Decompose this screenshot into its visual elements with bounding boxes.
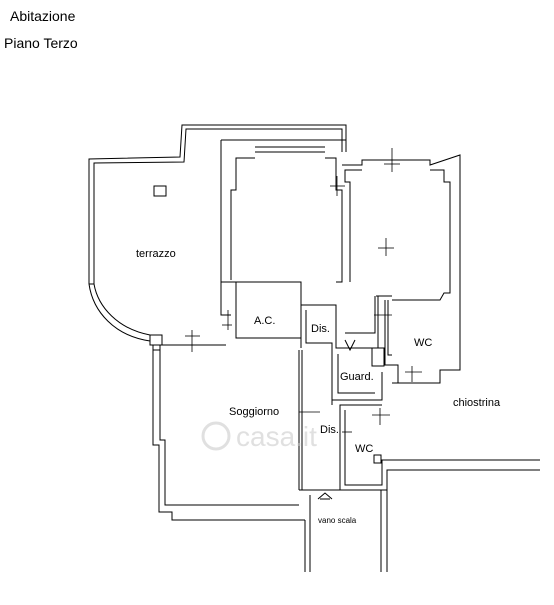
- room-label-ac: A.C.: [254, 315, 275, 327]
- stair-arrow-icon: [317, 492, 333, 500]
- watermark: casa.it: [201, 421, 317, 452]
- ac-dis-walls: [220, 282, 392, 405]
- wc-upper-walls: [371, 300, 399, 383]
- room-label-dis-lower: Dis.: [320, 424, 339, 436]
- room-label-terrazzo: terrazzo: [136, 248, 176, 260]
- room-label-soggiorno: Soggiorno: [229, 406, 279, 418]
- annotation-vano-scala: vano scala: [318, 516, 357, 525]
- guard-walls: [331, 339, 383, 401]
- watermark-logo-icon: [201, 421, 231, 451]
- bedroom-left-walls: [220, 139, 346, 348]
- room-label-wc-lower: WC: [355, 443, 373, 455]
- room-label-dis-upper: Dis.: [311, 323, 330, 335]
- door-markers: [185, 148, 422, 433]
- watermark-text: casa.it: [236, 421, 317, 452]
- plan-subtitle: Piano Terzo: [4, 35, 78, 51]
- terrazzo-outline: [88, 124, 347, 346]
- bedroom-right-walls: [342, 154, 461, 384]
- room-label-guard: Guard.: [340, 371, 374, 383]
- annotation-chiostrina: chiostrina: [453, 397, 501, 409]
- plan-title: Abitazione: [10, 8, 76, 24]
- room-label-wc-upper: WC: [414, 337, 432, 349]
- soggiorno-walls: [152, 344, 540, 572]
